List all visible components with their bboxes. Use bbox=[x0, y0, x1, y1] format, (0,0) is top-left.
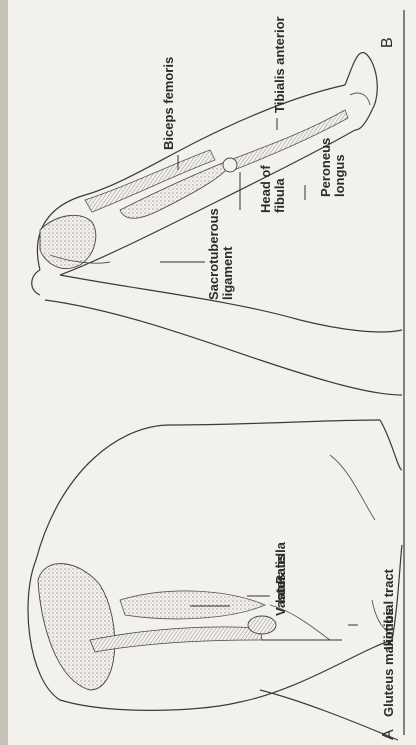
page-edge bbox=[0, 0, 8, 745]
panel-letter-b: B bbox=[379, 37, 396, 48]
gluteus-maximus-shape bbox=[38, 564, 115, 690]
iliotibial-tract-shape bbox=[90, 627, 262, 652]
pelvis-shape bbox=[40, 215, 96, 268]
patella-shape bbox=[248, 616, 276, 634]
vastus-lateralis-shape bbox=[120, 591, 265, 619]
head-of-fibula-shape bbox=[223, 158, 237, 172]
panel-letter-a: A bbox=[380, 729, 397, 740]
svg-text:Tibialis anterior: Tibialis anterior bbox=[272, 16, 287, 113]
svg-text:ligament: ligament bbox=[220, 246, 235, 300]
label-peroneus-longus: Peroneus longus bbox=[305, 138, 347, 200]
svg-text:Iliotibial tract: Iliotibial tract bbox=[381, 568, 396, 650]
svg-text:Sacrotuberous: Sacrotuberous bbox=[206, 208, 221, 300]
label-head-of-fibula: Head of fibula bbox=[240, 165, 287, 213]
svg-text:longus: longus bbox=[332, 154, 347, 197]
svg-text:fibula: fibula bbox=[272, 178, 287, 213]
label-sacrotuberous-ligament: Sacrotuberous ligament bbox=[160, 208, 235, 300]
svg-text:Patella: Patella bbox=[273, 541, 288, 584]
svg-text:Peroneus: Peroneus bbox=[318, 138, 333, 197]
figure-a-leg bbox=[28, 420, 402, 740]
svg-text:Biceps femoris: Biceps femoris bbox=[161, 57, 176, 150]
label-tibialis-anterior: Tibialis anterior bbox=[272, 16, 287, 130]
svg-text:Head of: Head of bbox=[258, 165, 273, 213]
